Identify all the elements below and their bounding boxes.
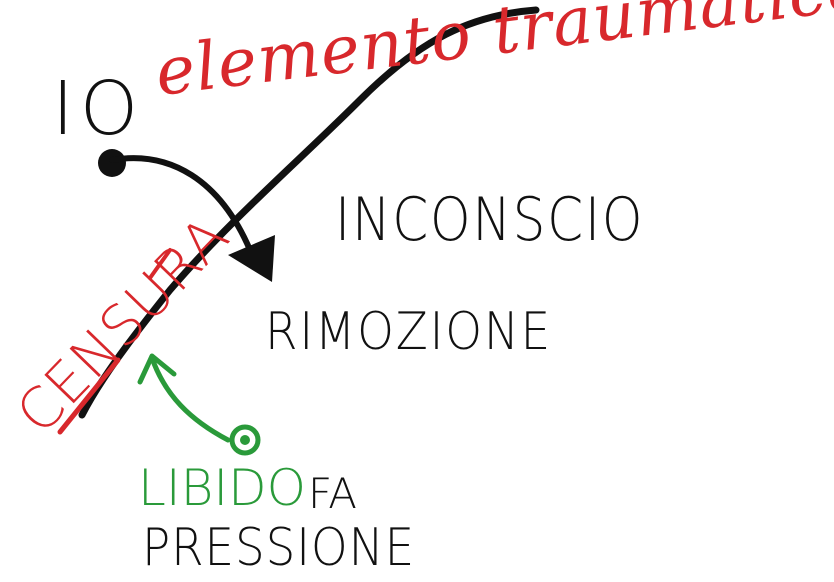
label-io: IO (52, 66, 145, 152)
label-pressione: PRESSIONE (142, 518, 416, 578)
repression-arrow-line (109, 155, 253, 253)
libido-source-circle (229, 424, 261, 456)
censura-underline (57, 357, 121, 435)
censura-strike (148, 248, 172, 280)
libido-pressure-arrow-head (137, 353, 177, 385)
label-inconscio: INCONSCIO (335, 185, 645, 255)
label-fa: FA (308, 469, 358, 518)
label-libido: LIBIDO (138, 459, 306, 517)
label-rimozione: RIMOZIONE (265, 302, 553, 362)
libido-source-core (240, 435, 250, 445)
censorship-boundary-line (78, 6, 540, 419)
libido-pressure-arrow-line (149, 355, 231, 443)
repression-arrow-head (228, 235, 275, 282)
